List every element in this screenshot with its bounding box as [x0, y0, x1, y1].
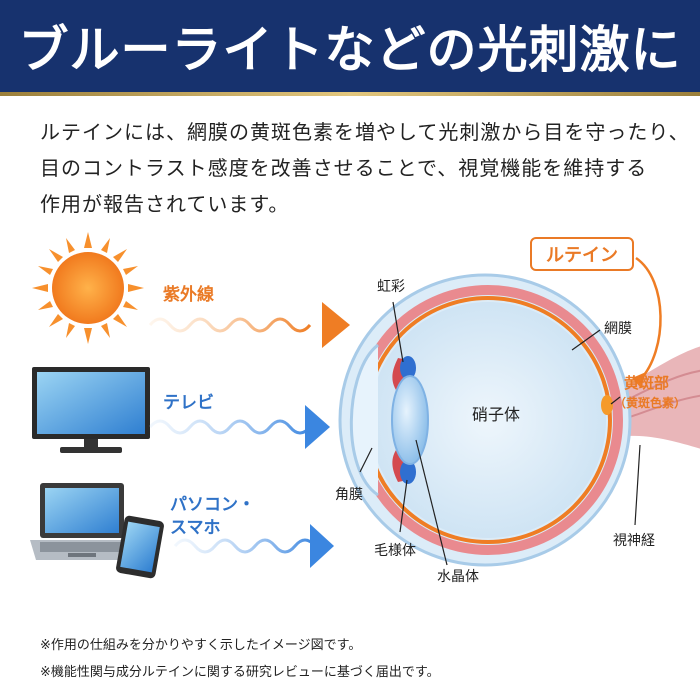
header-banner: ブルーライトなどの光刺激に — [0, 0, 700, 92]
intro-line-1: ルテインには、網膜の黄斑色素を増やして光刺激から目を守ったり、 — [40, 120, 690, 144]
tv-light-arrow — [148, 405, 330, 449]
optic-nerve-label: 視神経 — [613, 533, 655, 549]
eye-diagram — [338, 273, 700, 567]
sun-icon — [32, 232, 144, 344]
uv-light-arrow — [148, 302, 350, 348]
tv-icon — [32, 367, 150, 453]
smartphone-icon — [116, 515, 164, 579]
cornea-label: 角膜 — [335, 487, 363, 503]
pc-label-line1: パソコン・ — [170, 495, 255, 515]
pc-label-line2: スマホ — [170, 518, 221, 538]
lens-label: 水晶体 — [437, 569, 479, 585]
banner-gold-stripe — [0, 92, 700, 96]
macular-pigment-label: （黄斑色素） — [614, 396, 687, 410]
label-leader-lines — [359, 301, 641, 566]
footnotes: ※作用の仕組みを分かりやすく示したイメージ図です。 ※機能性関与成分ルテインに関… — [40, 632, 440, 686]
eye-illustration — [30, 232, 700, 579]
tv-label: テレビ — [163, 393, 214, 413]
lutein-pointer-arrowhead — [632, 372, 646, 388]
page-title: ブルーライトなどの光刺激に — [18, 21, 682, 79]
intro-line-3: 作用が報告されています。 — [40, 192, 290, 216]
uv-label: 紫外線 — [163, 285, 214, 305]
footnote-1: ※作用の仕組みを分かりやすく示したイメージ図です。 — [40, 638, 362, 653]
vitreous-label: 硝子体 — [472, 405, 521, 424]
macula-label: 黄斑部 — [624, 374, 670, 392]
laptop-icon — [30, 483, 134, 560]
intro-line-2: 目のコントラスト感度を改善させることで、視覚機能を維持する — [40, 156, 648, 180]
lutein-callout: ルテイン — [530, 237, 634, 271]
footnote-2: ※機能性関与成分ルテインに関する研究レビューに基づく届出です。 — [40, 665, 440, 680]
lutein-pointer-arrow — [635, 256, 662, 381]
intro-text: ルテインには、網膜の黄斑色素を増やして光刺激から目を守ったり、 目のコントラスト… — [40, 114, 690, 222]
lutein-label: ルテイン — [546, 245, 618, 266]
retina-label: 網膜 — [604, 321, 632, 337]
pc-light-arrow — [173, 524, 334, 568]
iris-label: 虹彩 — [377, 279, 405, 295]
ciliary-body-label: 毛様体 — [374, 543, 416, 559]
